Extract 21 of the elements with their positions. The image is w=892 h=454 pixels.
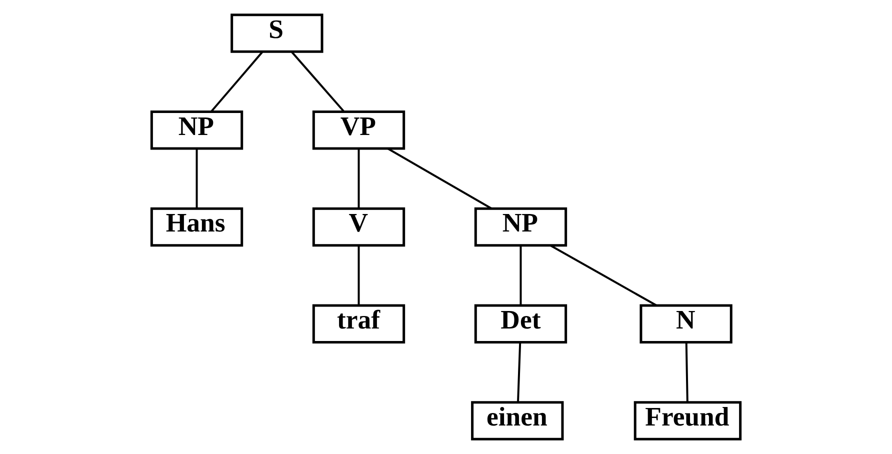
connector bbox=[358, 148, 360, 208]
connector bbox=[685, 342, 688, 402]
connector bbox=[196, 148, 198, 208]
node-box: N bbox=[640, 304, 732, 344]
node-box: einen bbox=[471, 401, 564, 440]
connector bbox=[550, 244, 657, 306]
node-box: NP bbox=[474, 207, 568, 247]
connector bbox=[290, 51, 344, 112]
connector bbox=[210, 51, 264, 112]
connector bbox=[520, 245, 522, 305]
connector bbox=[517, 342, 522, 402]
node-box: S bbox=[230, 14, 324, 53]
node-box: V bbox=[312, 207, 406, 247]
node-box: Freund bbox=[634, 401, 742, 440]
node-box: traf bbox=[312, 304, 406, 344]
node-box: Hans bbox=[150, 207, 244, 247]
connector bbox=[387, 148, 492, 210]
node-box: NP bbox=[150, 110, 244, 150]
connector bbox=[358, 245, 360, 305]
node-box: VP bbox=[312, 110, 406, 150]
node-box: Det bbox=[474, 304, 568, 344]
